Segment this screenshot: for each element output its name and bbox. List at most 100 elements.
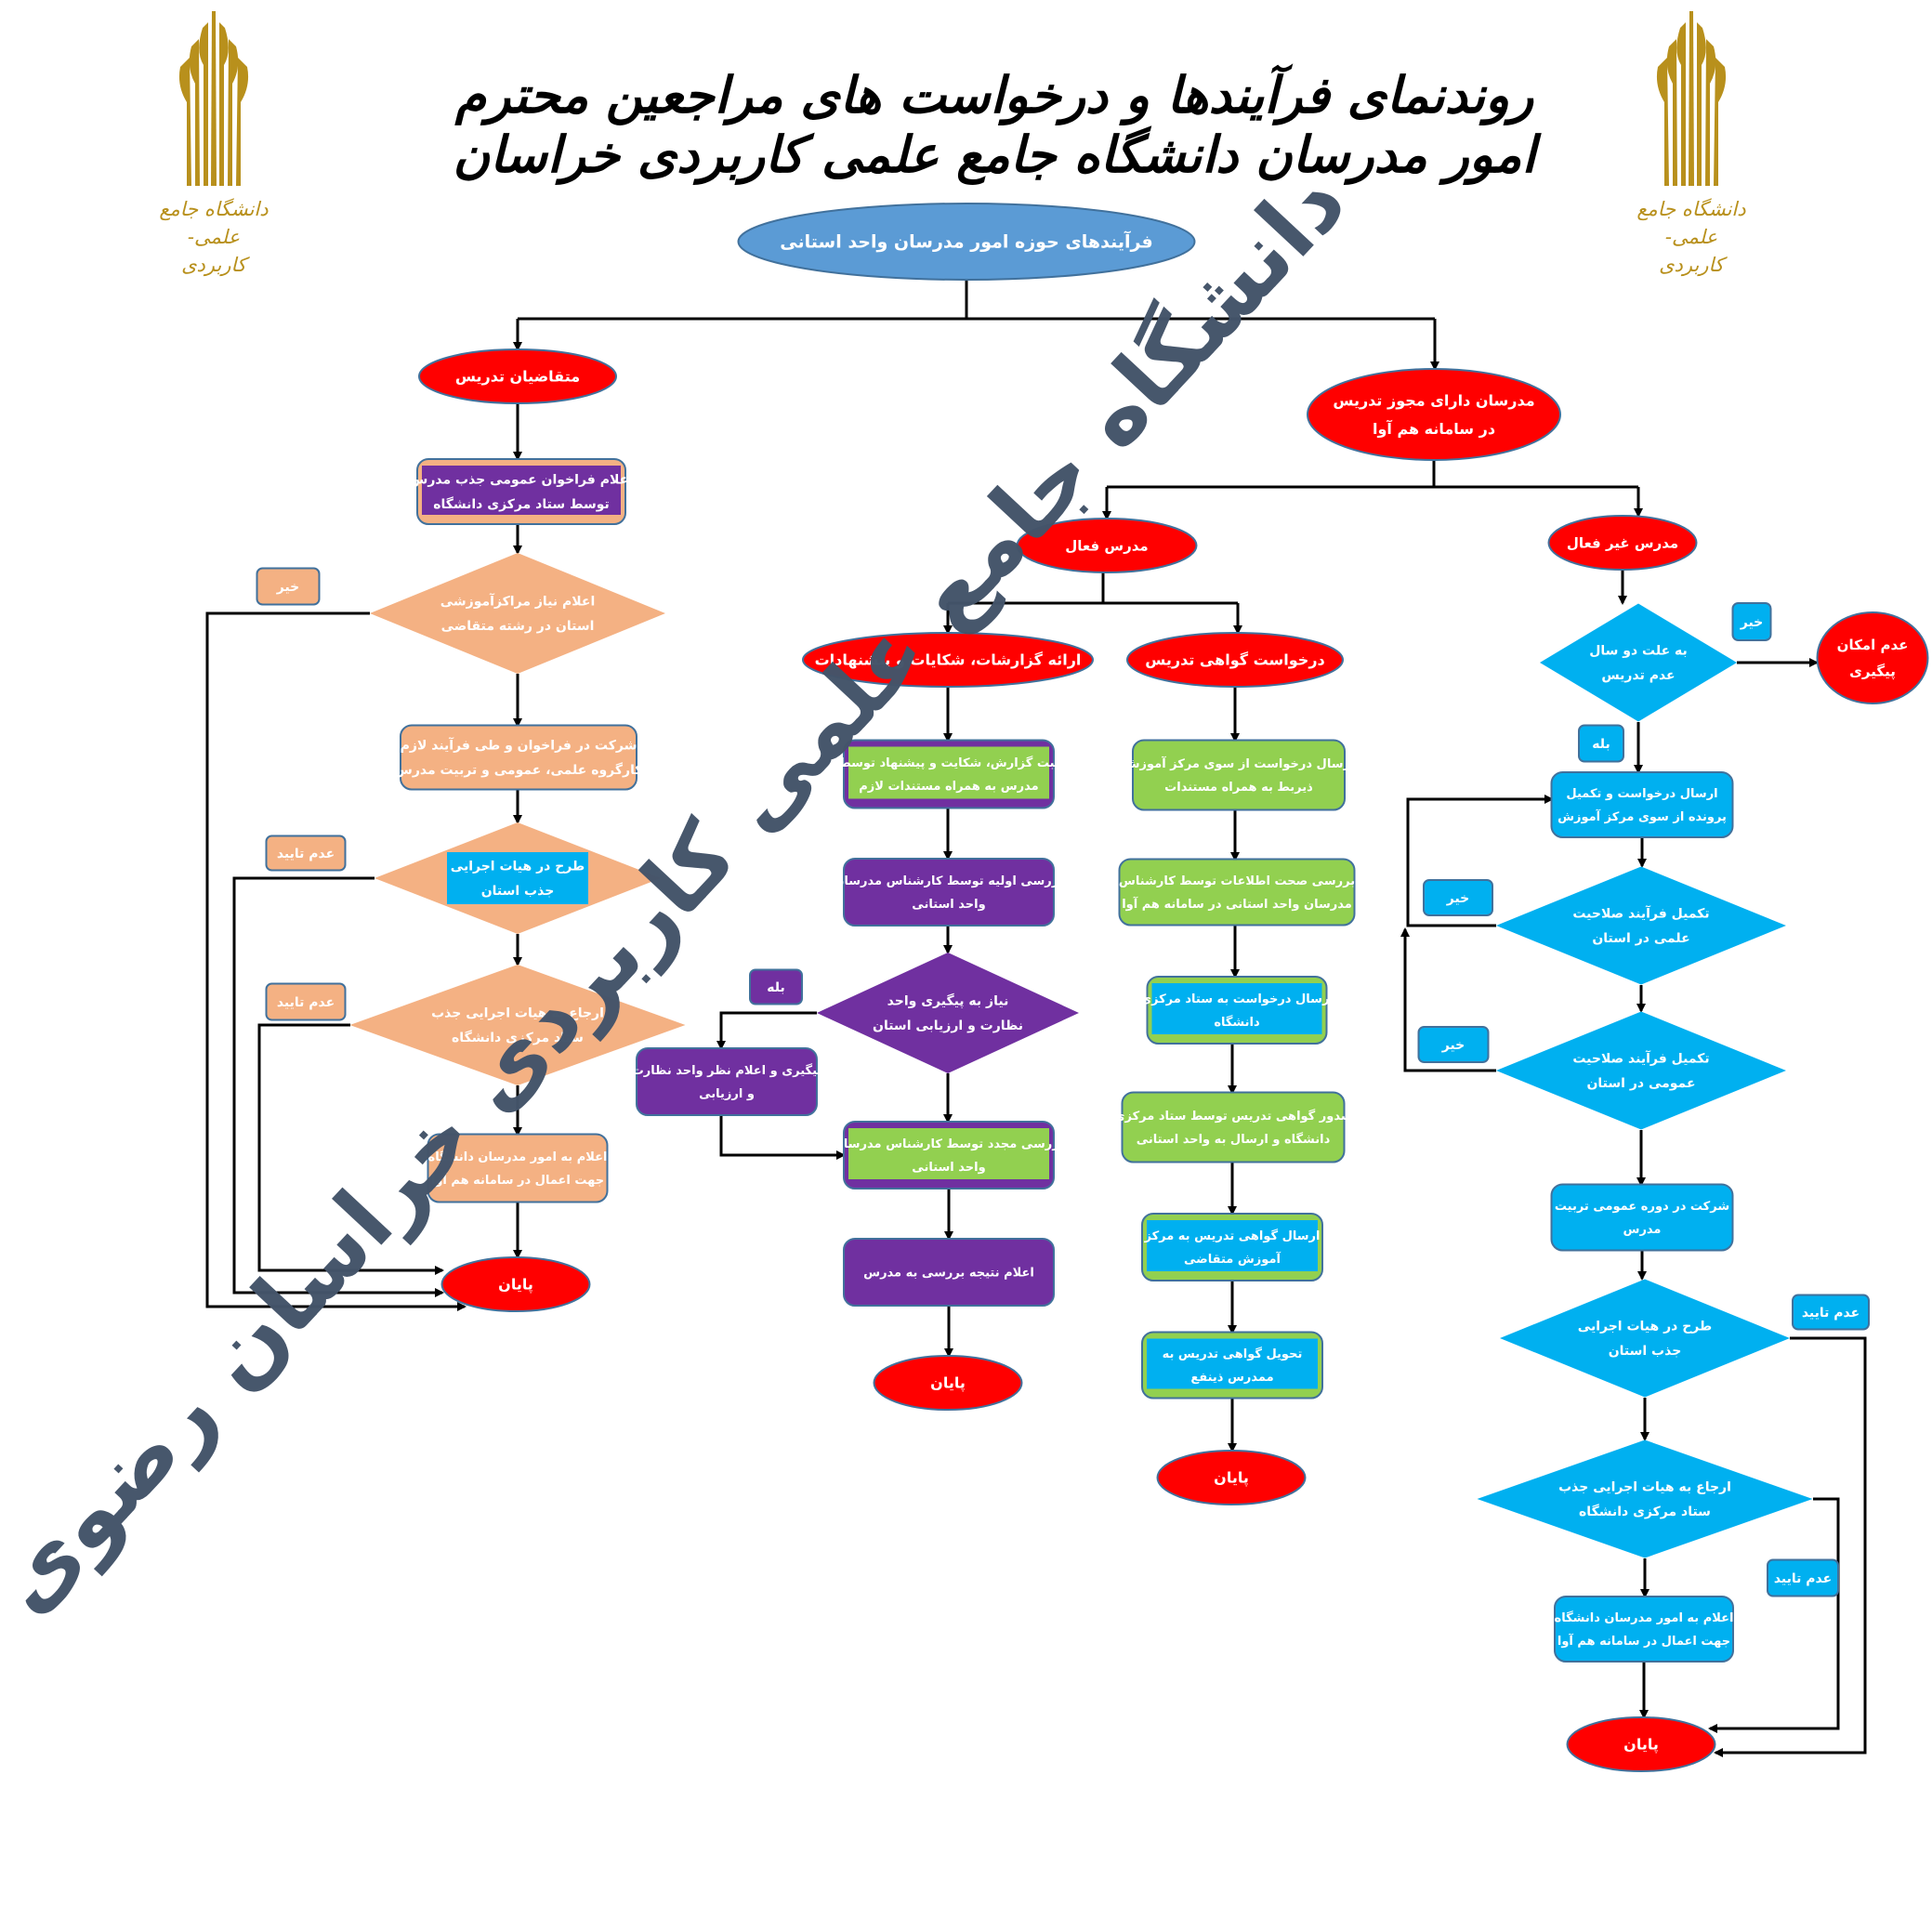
node-licensed[interactable]: مدرسان دارای مجوز تدریس در سامانه هم آوا — [1307, 368, 1561, 461]
process-box-inner — [1151, 983, 1322, 1034]
nodes: فرآیندهای حوزه امور مدرسان واحد استانی مت… — [256, 203, 1929, 1772]
node-l-no3[interactable]: عدم تایید — [265, 982, 347, 1021]
node-reports[interactable]: ارائه گزارشات، شکایات و پیشنهادات — [802, 632, 1094, 688]
node-label: درخواست گواهی تدریس — [1145, 651, 1324, 669]
branch-label-box — [265, 835, 347, 872]
node-r-rej1[interactable]: عدم تایید — [1792, 1294, 1870, 1331]
node-label: علمی در استان — [1592, 931, 1689, 946]
node-label: مدرسان دارای مجوز تدریس — [1333, 391, 1534, 409]
node-label: واحد استانی — [912, 1161, 985, 1175]
node-label: ارائه گزارشات، شکایات و پیشنهادات — [815, 651, 1082, 670]
node-c5[interactable]: ارسال گواهی تدریس به مرکز آموزش متقاضی — [1141, 1213, 1323, 1281]
connector-arrow — [1708, 1497, 1840, 1733]
node-r-no3[interactable]: خیر — [1417, 1026, 1490, 1063]
node-label: ارسال درخواست از سوی مرکز آموزش — [1124, 756, 1355, 771]
connector-arrow — [1714, 1336, 1867, 1757]
node-label: ارسال درخواست به ستاد مرکزی — [1140, 992, 1334, 1006]
node-label: عدم تایید — [277, 995, 335, 1010]
decision-diamond — [1496, 866, 1786, 985]
node-label: توسط ستاد مرکزی دانشگاه — [433, 496, 610, 512]
node-m-end[interactable]: پایان — [873, 1355, 1023, 1411]
connector-arrow — [257, 1023, 444, 1275]
connectors — [205, 280, 1867, 1757]
node-label: ممدرس ذینفع — [1190, 1371, 1273, 1385]
decision-highlight — [447, 852, 588, 904]
node-l-end[interactable]: پایان — [440, 1256, 591, 1312]
node-label: بررسی اولیه توسط کارشناس مدرسان — [834, 874, 1063, 888]
node-active[interactable]: مدرس فعال — [1016, 518, 1198, 573]
page-title: روندنمای فرآیندها و درخواست های مراجعین … — [453, 65, 1537, 243]
branch-label-box — [265, 982, 347, 1021]
node-l-no2[interactable]: عدم تایید — [265, 835, 347, 872]
node-root[interactable]: فرآیندهای حوزه امور مدرسان واحد استانی — [737, 203, 1196, 281]
node-label: پایان — [1623, 1736, 1659, 1755]
node-c-end[interactable]: پایان — [1156, 1450, 1307, 1505]
node-c4[interactable]: صدور گواهی تدریس توسط ستاد مرکزیدانشگاه … — [1114, 1091, 1353, 1163]
node-label: فرآیندهای حوزه امور مدرسان واحد استانی — [780, 230, 1152, 253]
node-r-no2[interactable]: خیر — [1423, 879, 1493, 916]
node-l5[interactable]: ارجاع به هیات اجرایی جذب ستاد مرکزی دانشگ… — [349, 965, 686, 1085]
node-label: بله — [1592, 737, 1610, 752]
node-label: ارجاع به هیات اجرایی جذب — [431, 1006, 604, 1021]
branch-label-box — [1792, 1294, 1870, 1331]
node-label: مدرس به همراه مستندات لازم — [859, 780, 1038, 794]
node-label: عدم تایید — [1774, 1571, 1832, 1586]
node-m-yes[interactable]: بله — [749, 968, 803, 1005]
node-r-end[interactable]: پایان — [1566, 1716, 1716, 1772]
node-label: ارسال گواهی تدریس به مرکز — [1143, 1229, 1320, 1243]
terminal-ellipse — [1016, 518, 1198, 573]
process-box — [400, 724, 637, 791]
node-label: پرونده از سوی مرکز آموزش — [1557, 808, 1727, 824]
node-applicants[interactable]: متقاضیان تدریس — [418, 348, 617, 404]
node-label: جهت اعمال در سامانه هم آوا — [1557, 1633, 1730, 1649]
node-inactive[interactable]: مدرس غیر فعال — [1547, 515, 1698, 571]
branch-label-box — [1578, 724, 1624, 763]
process-box-inner — [848, 1128, 1049, 1179]
node-label: اعلام به امور مدرسان دانشگاه — [428, 1150, 608, 1164]
node-label: ستاد مرکزی دانشگاه — [452, 1030, 584, 1045]
node-label: متقاضیان تدریس — [455, 368, 580, 386]
node-label: تکمیل فرآیند صلاحیت — [1572, 905, 1709, 922]
node-certificate[interactable]: درخواست گواهی تدریس — [1126, 632, 1344, 688]
node-label: طرح در هیات اجرایی — [1578, 1320, 1712, 1334]
node-label: و ارزیابی — [699, 1087, 755, 1101]
node-label: خیر — [1446, 891, 1470, 906]
node-l-no1[interactable]: خیر — [256, 567, 321, 606]
node-r-no1[interactable]: خیر — [1731, 602, 1772, 641]
node-r3[interactable]: تکمیل فرآیند صلاحیت علمی در استان — [1496, 866, 1786, 985]
university-logo-right: دانشگاه جامع علمی-کاربردی — [1636, 9, 1747, 276]
connector-arrow — [205, 611, 467, 1311]
node-r-yes[interactable]: بله — [1578, 724, 1624, 763]
node-label: پایان — [498, 1276, 533, 1295]
decision-diamond — [349, 965, 686, 1085]
university-logo-left: دانشگاه جامع علمی-کاربردی — [158, 9, 269, 276]
node-label: آموزش متقاضی — [1184, 1251, 1281, 1267]
node-m5[interactable]: اعلام نتیجه بررسی به مدرس — [843, 1238, 1055, 1307]
node-label: مدرسان واحد استانی در سامانه هم آوا — [1122, 896, 1352, 912]
node-l3[interactable]: شرکت در فراخوان و طی فرآیند لازم(کارگروه… — [388, 724, 649, 791]
node-r-rej2[interactable]: عدم تایید — [1767, 1558, 1839, 1597]
node-label: تکمیل فرآیند صلاحیت — [1572, 1050, 1709, 1067]
node-label: در سامانه هم آوا — [1373, 419, 1495, 438]
